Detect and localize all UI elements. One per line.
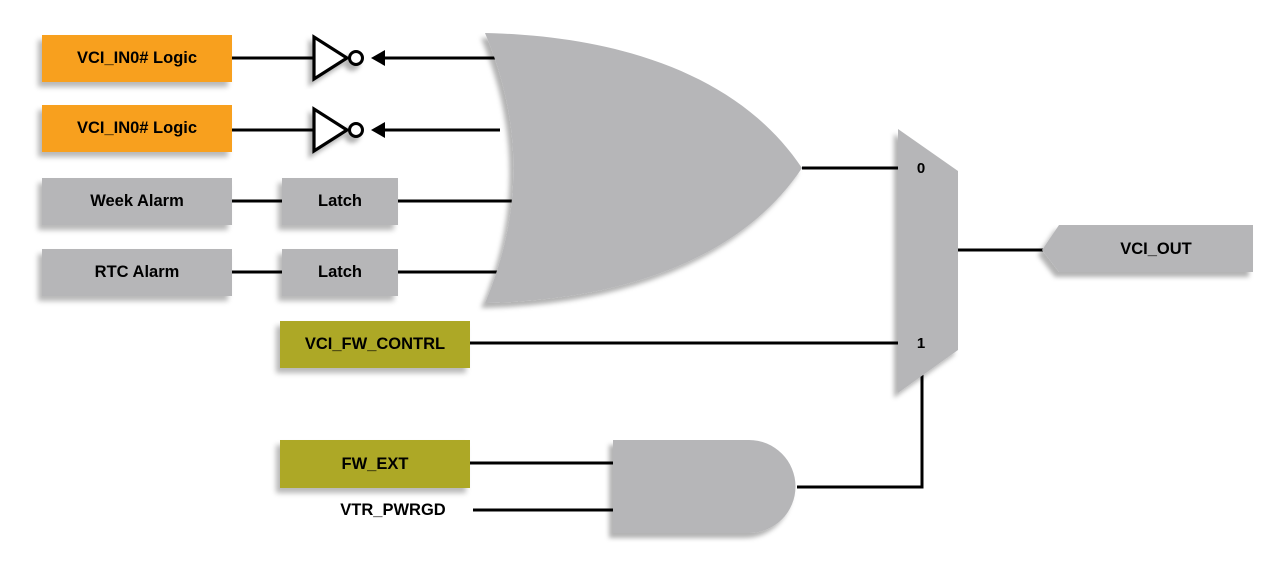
inverter-bottom-triangle (312, 106, 350, 154)
node-vci-out: VCI_OUT (1059, 226, 1253, 272)
node-vci-in0-logic-bottom: VCI_IN0# Logic (42, 105, 232, 152)
or-gate-icon (485, 33, 802, 303)
vci-out-flag-icon (1042, 225, 1253, 272)
node-latch-rtc: Latch (282, 249, 398, 296)
wire-and-to-mux-select (797, 373, 924, 489)
node-vci-in0-logic-top: VCI_IN0# Logic (42, 35, 232, 82)
mux-input1-label: 1 (916, 334, 926, 352)
wires-group (232, 56, 1046, 512)
arrowhead-into-inverter-bottom (371, 122, 385, 138)
inverter-top-triangle (312, 34, 350, 82)
inverter-top-icon (312, 34, 364, 82)
mux-icon (898, 129, 958, 393)
node-vci-fw-contrl-label: VCI_FW_CONTRL (304, 335, 446, 353)
node-vci-out-label: VCI_OUT (1120, 239, 1192, 258)
node-latch-rtc-label: Latch (317, 263, 362, 281)
node-vci-in0-logic-bottom-label: VCI_IN0# Logic (76, 119, 198, 137)
node-vci-fw-contrl: VCI_FW_CONTRL (280, 321, 470, 368)
node-vtr-pwrgd-label: VTR_PWRGD (340, 500, 446, 519)
node-rtc-alarm: RTC Alarm (42, 249, 232, 296)
node-latch-week: Latch (282, 178, 398, 225)
node-vci-in0-logic-top-label: VCI_IN0# Logic (76, 49, 198, 67)
and-gate-icon (613, 440, 796, 533)
node-week-alarm: Week Alarm (42, 178, 232, 225)
mux-input0-label: 0 (916, 159, 926, 177)
node-vtr-pwrgd: VTR_PWRGD (308, 498, 478, 522)
node-week-alarm-label: Week Alarm (90, 192, 184, 210)
inverter-top-bubble (348, 50, 364, 66)
arrowhead-into-inverter-top (371, 50, 385, 66)
node-fw-ext: FW_EXT (280, 440, 470, 488)
inverter-bottom-icon (312, 106, 364, 154)
node-rtc-alarm-label: RTC Alarm (94, 263, 180, 281)
inverter-bottom-bubble (348, 122, 364, 138)
node-latch-week-label: Latch (317, 192, 362, 210)
node-fw-ext-label: FW_EXT (341, 454, 409, 473)
